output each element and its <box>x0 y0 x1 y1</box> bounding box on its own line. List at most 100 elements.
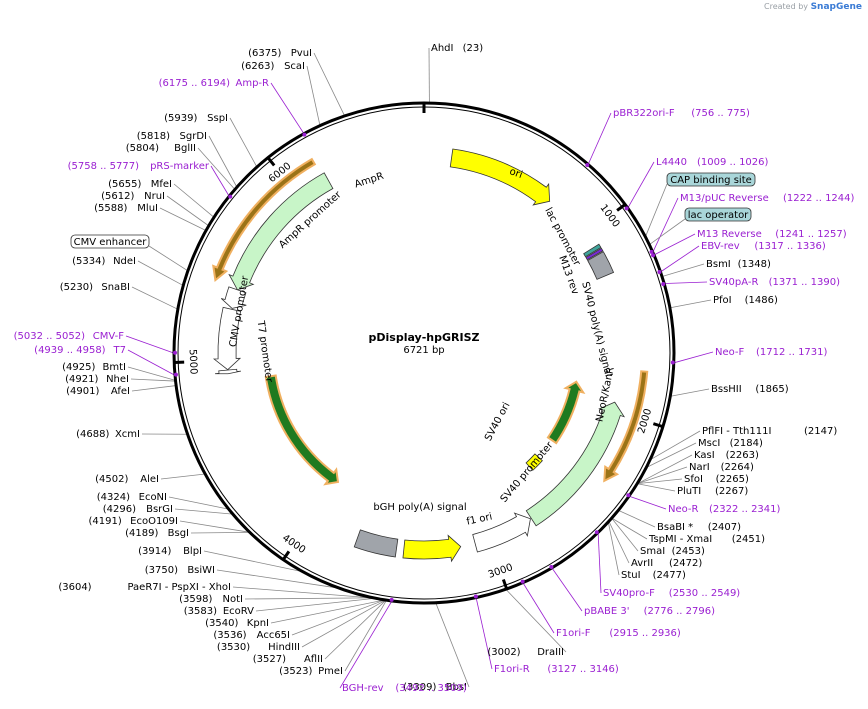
enzyme-site-bsiwi[interactable]: BsiWI(3750) <box>145 565 215 576</box>
enzyme-site-blpi[interactable]: BlpI(3914) <box>138 546 202 557</box>
enzyme-site-bsshii[interactable]: BssHII(1865) <box>711 384 789 395</box>
enzyme-site-econi[interactable]: EcoNI(4324) <box>97 492 167 503</box>
primer-sv40pro-f[interactable]: SV40pro-F(2530 .. 2549) <box>603 588 740 599</box>
primer-range: (2322 .. 2341) <box>709 504 781 515</box>
enzyme-position: (3914) <box>138 546 171 557</box>
boxed-label-cmv-enhancer[interactable]: CMV enhancer <box>70 234 150 249</box>
primer-m13-reverse[interactable]: M13 Reverse(1241 .. 1257) <box>697 229 847 240</box>
feature-label-f1-ori: f1 ori <box>466 511 494 527</box>
enzyme-site-ecorv[interactable]: EcoRV(3583) <box>184 606 254 617</box>
enzyme-site-msci[interactable]: MscI(2184) <box>698 438 763 449</box>
enzyme-name: NotI <box>223 594 243 605</box>
primer-prs-marker[interactable]: pRS-marker(5758 .. 5777) <box>68 161 210 172</box>
primer-m13-puc-reverse[interactable]: M13/pUC Reverse(1222 .. 1244) <box>680 193 855 204</box>
primer-ebv-rev[interactable]: EBV-rev(1317 .. 1336) <box>701 241 826 252</box>
enzyme-position: (4189) <box>125 528 158 539</box>
primer-l4440[interactable]: L4440(1009 .. 1026) <box>656 157 769 168</box>
enzyme-site-pflfi-tth111i[interactable]: PflFI - Tth111I(2147) <box>702 426 837 437</box>
enzyme-site-bbsi[interactable]: BbsI(3309) <box>403 682 467 693</box>
feature-sv40-ori <box>525 453 543 471</box>
enzyme-site-bmti[interactable]: BmtI(4925) <box>62 362 126 373</box>
enzyme-site-bsgi[interactable]: BsgI(4189) <box>125 528 189 539</box>
leader-line <box>608 522 630 564</box>
enzyme-site-nari[interactable]: NarI(2264) <box>689 462 754 473</box>
enzyme-site-scai[interactable]: ScaI(6263) <box>241 61 305 72</box>
primer-pbr322ori-f[interactable]: pBR322ori-F(756 .. 775) <box>613 108 750 119</box>
enzyme-site-paer7i-pspxi-xhoi[interactable]: PaeR7I - PspXI - XhoI(3604) <box>58 582 231 593</box>
primer-cmv-f[interactable]: CMV-F(5032 .. 5052) <box>14 331 125 342</box>
primer-pbabe-3[interactable]: pBABE 3'(2776 .. 2796) <box>584 606 715 617</box>
enzyme-site-ecoo109i[interactable]: EcoO109I(4191) <box>89 516 178 527</box>
enzyme-position: (5334) <box>72 256 105 267</box>
enzyme-position: (1348) <box>738 259 771 270</box>
enzyme-position: (3527) <box>253 654 286 665</box>
leader-lines <box>125 47 714 689</box>
enzyme-site-stui[interactable]: StuI(2477) <box>621 570 686 581</box>
feature-label-bgh-poly-a-signal: bGH poly(A) signal <box>373 502 466 513</box>
primer-range: (1712 .. 1731) <box>756 347 828 358</box>
enzyme-site-draiii[interactable]: DraIII(3002) <box>487 647 564 658</box>
leader-line <box>174 508 232 515</box>
enzyme-site-mfei[interactable]: MfeI(5655) <box>108 179 172 190</box>
tick-mark-3000 <box>501 579 509 590</box>
feature-label-sv40-poly-a-signal: SV40 poly(A) signal <box>579 281 613 378</box>
enzyme-site-avrii[interactable]: AvrII(2472) <box>631 558 702 569</box>
enzyme-position: (4925) <box>62 362 95 373</box>
enzyme-site-sgrdi[interactable]: SgrDI(5818) <box>137 131 207 142</box>
label-box <box>684 207 752 222</box>
primer-range: (1371 .. 1390) <box>769 277 841 288</box>
enzyme-site-mlui[interactable]: MluI(5588) <box>94 203 158 214</box>
primer-neo-r[interactable]: Neo-R(2322 .. 2341) <box>668 504 781 515</box>
feature-m13-rev <box>585 247 604 261</box>
enzyme-position: (2451) <box>732 534 765 545</box>
enzyme-site-alei[interactable]: AleI(4502) <box>95 474 159 485</box>
enzyme-site-smai[interactable]: SmaI(2453) <box>640 546 705 557</box>
primer-neo-f[interactable]: Neo-F(1712 .. 1731) <box>715 347 828 358</box>
label-text: CAP binding site <box>670 175 752 186</box>
primer-f1ori-r[interactable]: F1ori-R(3127 .. 3146) <box>494 664 619 675</box>
enzyme-site-snabi[interactable]: SnaBI(5230) <box>60 282 130 293</box>
enzyme-site-pluti[interactable]: PluTI(2267) <box>677 486 748 497</box>
orf-arrow-13 <box>212 157 317 283</box>
primer-bgh-rev[interactable]: BGH-rev(3492 .. 3509) <box>342 683 467 694</box>
enzyme-site-nrui[interactable]: NruI(5612) <box>101 191 165 202</box>
enzyme-site-ahdi[interactable]: AhdI(23) <box>431 43 483 54</box>
enzyme-name: HindIII <box>268 642 300 653</box>
primer-f1ori-f[interactable]: F1ori-F(2915 .. 2936) <box>556 628 681 639</box>
enzyme-site-sfoi[interactable]: SfoI(2265) <box>684 474 749 485</box>
enzyme-site-pmei[interactable]: PmeI(3523) <box>279 666 343 677</box>
tick-label-3000: 3000 <box>487 562 515 581</box>
leader-line <box>651 430 701 460</box>
enzyme-site-bsabi[interactable]: BsaBI *(2407) <box>657 522 741 533</box>
enzyme-position: (5655) <box>108 179 141 190</box>
boxed-label-cap-binding-site[interactable]: CAP binding site <box>666 172 756 187</box>
primer-name: T7 <box>113 345 126 356</box>
primer-site-marker <box>389 597 394 602</box>
enzyme-name: AleI <box>140 474 159 485</box>
enzyme-site-noti[interactable]: NotI(3598) <box>179 594 243 605</box>
enzyme-site-xcmi[interactable]: XcmI(4688) <box>76 429 140 440</box>
enzyme-site-afei[interactable]: AfeI(4901) <box>66 386 130 397</box>
enzyme-site-aflii[interactable]: AflII(3527) <box>253 654 323 665</box>
enzyme-site-nhei[interactable]: NheI(4921) <box>65 374 129 385</box>
boxed-label-lac-operator[interactable]: lac operator <box>684 207 752 222</box>
enzyme-site-bglii[interactable]: BglII(5804) <box>126 143 196 154</box>
enzyme-site-kpni[interactable]: KpnI(3540) <box>205 618 269 629</box>
enzyme-site-pvui[interactable]: PvuI(6375) <box>248 48 312 59</box>
enzyme-site-sspi[interactable]: SspI(5939) <box>164 113 228 124</box>
enzyme-site-kasi[interactable]: KasI(2263) <box>694 450 759 461</box>
enzyme-position: (6263) <box>241 61 274 72</box>
enzyme-site-acc65i[interactable]: Acc65I(3536) <box>213 630 290 641</box>
enzyme-site-pfoi[interactable]: PfoI(1486) <box>713 295 778 306</box>
enzyme-site-bsrgi[interactable]: BsrGI(4296) <box>103 504 173 515</box>
primer-t7[interactable]: T7(4939 .. 4958) <box>34 345 126 356</box>
leader-line <box>674 351 714 363</box>
enzyme-site-tspmi-xmai[interactable]: TspMI - XmaI(2451) <box>648 534 765 545</box>
primer-amp-r[interactable]: Amp-R(6175 .. 6194) <box>159 78 269 89</box>
enzyme-site-hindiii[interactable]: HindIII(3530) <box>217 642 300 653</box>
enzyme-site-ndei[interactable]: NdeI(5334) <box>72 256 136 267</box>
enzyme-site-bsmi[interactable]: BsmI(1348) <box>706 259 771 270</box>
label-box <box>70 234 150 249</box>
enzyme-name: SnaBI <box>101 282 130 293</box>
primer-sv40pa-r[interactable]: SV40pA-R(1371 .. 1390) <box>709 277 840 288</box>
